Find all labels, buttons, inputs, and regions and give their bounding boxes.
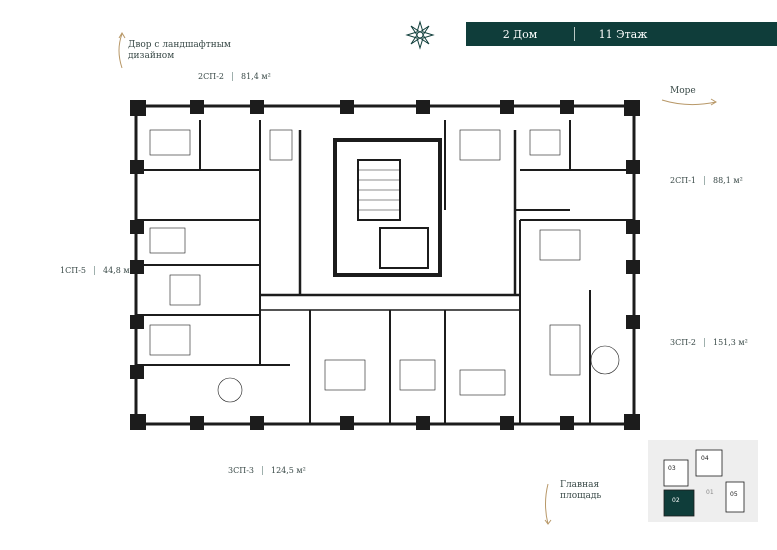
key-block-label: 02 [672,497,680,504]
key-plan: 04 03 01 05 02 [648,440,758,522]
compass-star-icon [405,20,435,50]
unit-code: 3СП-3 [228,466,254,475]
unit-label-3sp2: 3СП-2 151,3 м² [670,338,748,347]
unit-area: 124,5 м² [261,466,306,475]
block-01-right [725,481,745,513]
key-block-label: 05 [730,491,738,498]
header-divider [574,27,575,41]
sea-label: Море [670,86,696,96]
yard-label: Двор с ландшафтным дизайном [128,40,231,61]
unit-label-2sp2: 2СП-2 81,4 м² [198,72,271,81]
unit-area: 44,8 м² [93,266,133,275]
sea-arrow-icon [661,98,717,106]
header-bar: 2 Дом 11 Этаж [466,22,777,46]
unit-code: 2СП-1 [670,176,696,185]
unit-label-2sp1: 2СП-1 88,1 м² [670,176,743,185]
elevator-shaft [379,227,429,269]
block-03 [663,459,689,487]
unit-code: 1СП-5 [60,266,86,275]
block-04 [695,449,723,477]
unit-label-3sp3: 3СП-3 124,5 м² [228,466,306,475]
unit-code: 3СП-2 [670,338,696,347]
building-core [333,138,442,277]
key-block-label: 01 [706,489,714,496]
key-block-label: 04 [701,455,709,462]
unit-area: 151,3 м² [703,338,748,347]
square-label: Главная площадь [560,480,602,501]
house-label: 2 Дом [502,27,538,41]
unit-area: 81,4 м² [231,72,271,81]
structural-columns [130,100,640,430]
unit-label-1sp5: 1СП-5 44,8 м² [60,266,133,275]
unit-code: 2СП-2 [198,72,224,81]
floor-plan [130,100,640,430]
key-block-label: 03 [668,465,676,472]
floor-label: 11 Этаж [598,27,648,41]
unit-area: 88,1 м² [703,176,743,185]
yard-arrow-icon [118,32,126,69]
block-02 [663,489,695,517]
square-arrow-icon [544,483,552,525]
